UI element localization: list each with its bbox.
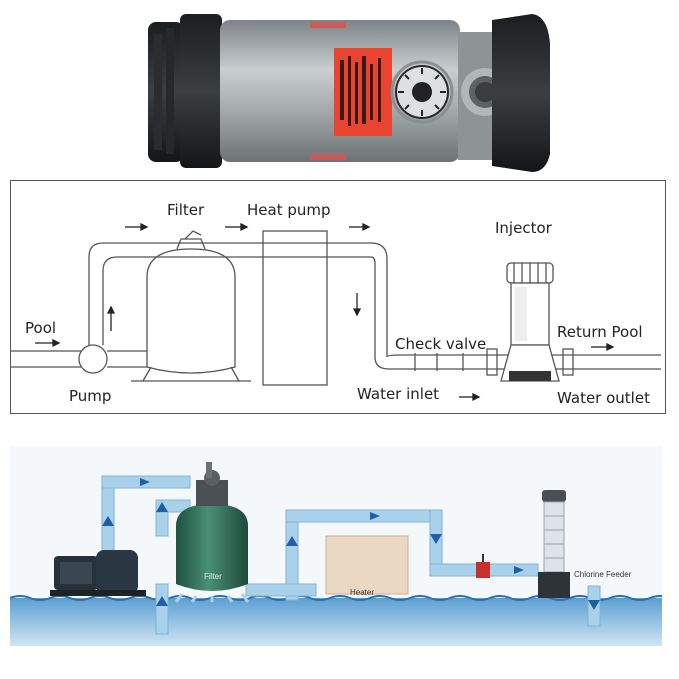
label-return-pool: Return Pool [557,323,643,341]
pool-system-illustration: Filter Heater Chlorine Feeder [10,446,662,646]
illustration-label-chlorine-feeder: Chlorine Feeder [574,570,632,579]
product-photo [140,4,560,174]
label-pump: Pump [69,387,112,405]
right-cap [492,14,550,172]
chlorinator-photo [148,14,550,172]
chlorine-feeder [538,490,570,598]
control-dial [390,60,454,124]
label-injector: Injector [495,219,552,237]
label-pool: Pool [25,319,57,337]
label-water-outlet: Water outlet [557,389,650,407]
label-heat-pump: Heat pump [247,201,331,219]
heater-unit [325,535,409,595]
plumbing-schematic: Pool Pump Filter Heat pump Injector Chec… [10,180,666,414]
label-check-valve: Check valve [395,335,487,353]
illustration-label-filter: Filter [204,572,222,581]
illustration-drawing [10,446,662,646]
label-water-inlet: Water inlet [357,385,440,403]
schematic-drawing [11,222,661,402]
left-cap [148,14,222,168]
pool-water [10,598,662,646]
pump-motor [50,550,146,596]
illustration-label-heater: Heater [350,588,375,597]
injector-device [500,262,560,382]
label-filter: Filter [167,201,205,219]
filter-tank [174,462,250,603]
check-valve [476,554,490,578]
